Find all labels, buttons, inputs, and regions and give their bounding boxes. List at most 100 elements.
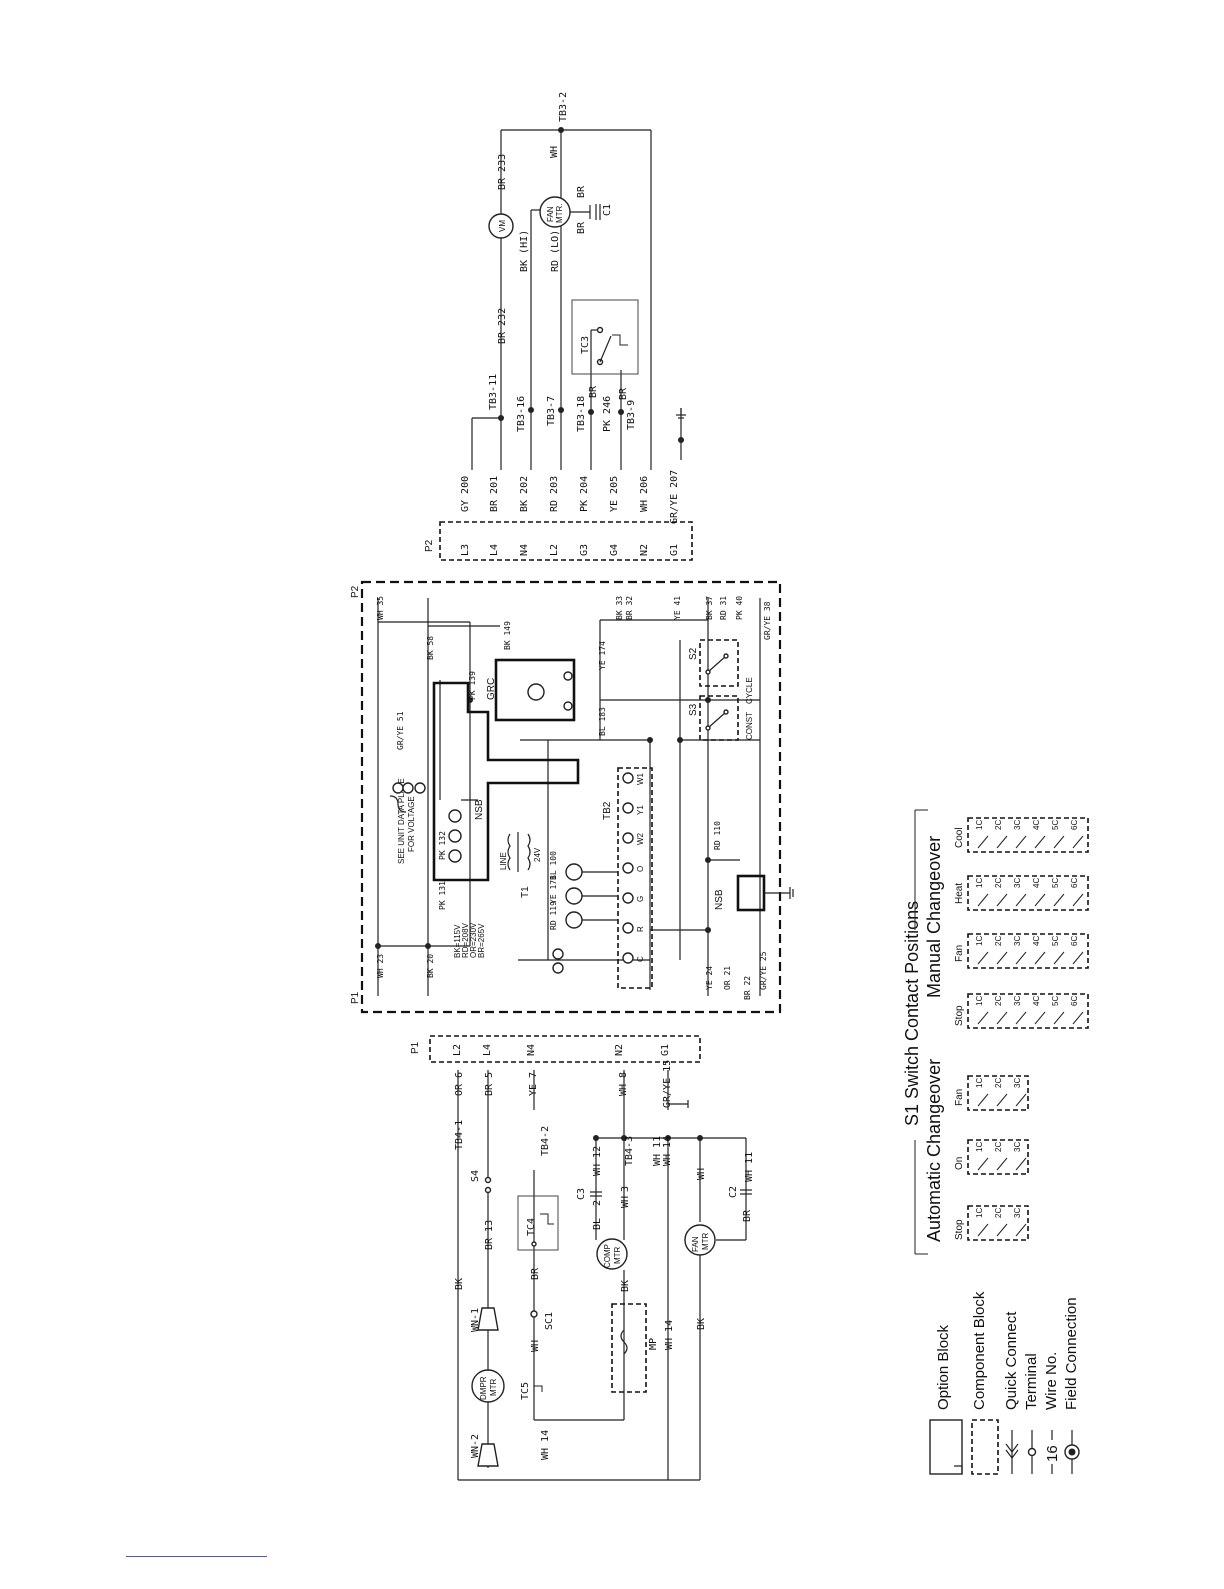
contact-blade xyxy=(1034,835,1046,849)
contact-blade xyxy=(1072,1011,1084,1025)
wh-label-fan: WH xyxy=(696,1168,707,1180)
legend-component-block: Component Block xyxy=(971,1291,988,1410)
data-plate-note: SEE UNIT DATA PLATE FOR VOLTAGE BK=115V … xyxy=(389,778,486,958)
wn2-component: WN-2 xyxy=(470,1434,499,1467)
contact-blade xyxy=(1015,1157,1027,1171)
wire-wh35: WH 35 xyxy=(376,596,385,620)
s2-switch: S2 xyxy=(688,639,739,687)
c1-label: C1 xyxy=(602,204,613,216)
contact-label: 1C xyxy=(975,1078,984,1088)
vm-label: VM xyxy=(498,220,507,232)
tb3-9-label: TB3-9 xyxy=(626,400,637,430)
contact-label: 3C xyxy=(1013,1142,1022,1152)
contact-blade xyxy=(1015,835,1027,849)
dmpr-mtr-2: MTR xyxy=(489,1378,498,1396)
contact-blade xyxy=(1015,951,1027,965)
contact-label: 5C xyxy=(1051,820,1060,830)
wire-bk58: BK 58 xyxy=(426,636,435,660)
contact-label: 4C xyxy=(1032,996,1041,1006)
contact-label: 1C xyxy=(975,996,984,1006)
fan-mtr-b-1: FAN xyxy=(691,1236,700,1252)
contact-label: 6C xyxy=(1070,996,1079,1006)
t1-label: T1 xyxy=(520,886,531,898)
contact-blade xyxy=(977,951,989,965)
p2-pin-g4: G4 xyxy=(609,544,620,556)
manual-mode-heat: Heat xyxy=(954,883,965,904)
p2-pin-g3: G3 xyxy=(579,544,590,556)
grc-label: GRC xyxy=(486,678,497,700)
br-top-2: BR xyxy=(576,221,587,234)
p1-pin-n4: N4 xyxy=(526,1044,537,1056)
contact-blade xyxy=(1034,893,1046,907)
wh3-label: WH xyxy=(620,1196,631,1208)
rd-lo-label: RD (LO) xyxy=(550,230,561,272)
contact-label: 2C xyxy=(994,1078,1003,1088)
footer-rule xyxy=(126,1556,267,1557)
contact-blade xyxy=(1053,893,1065,907)
wn2-label: WN-2 xyxy=(470,1434,481,1458)
voltage-code-br: BR=265V xyxy=(477,923,486,958)
wh14-label-a: WH 14 xyxy=(540,1430,551,1460)
p2-pin-l4: L4 xyxy=(489,544,500,556)
const-label: CONST xyxy=(745,712,754,740)
contact-blade xyxy=(1072,951,1084,965)
wn1-component: WN-1 xyxy=(470,1307,499,1332)
fan-mtr-top-1: FAN xyxy=(546,206,555,222)
wire-wh23: WH 23 xyxy=(376,954,385,978)
contact-blade xyxy=(1015,1223,1027,1237)
auto-mode-on: On xyxy=(954,1157,965,1170)
nsb-lower: NSB xyxy=(714,874,794,912)
nsb-label: NSB xyxy=(474,799,485,820)
p2-pin-l3: L3 xyxy=(460,544,471,556)
contact-label: 4C xyxy=(1032,936,1041,946)
contact-blade xyxy=(977,893,989,907)
voltage-code-bk: BK=115V xyxy=(453,924,462,958)
voltage-code-rd: RD=208V xyxy=(461,922,470,958)
fan-mtr-b-2: MTR xyxy=(701,1232,710,1250)
contact-blade xyxy=(1034,1011,1046,1025)
br-top-1: BR xyxy=(576,185,587,198)
manual-heading: Manual Changeover xyxy=(924,836,944,998)
p1-pin-l2: L2 xyxy=(452,1044,463,1056)
wh11-label-a: WH 11 xyxy=(652,1136,663,1166)
bk-label-3: BK xyxy=(696,1318,707,1330)
bottom-circuit-wiring xyxy=(457,1070,747,1481)
br-label-bottom: BR xyxy=(530,1267,541,1280)
bl-label: BL xyxy=(592,1218,603,1230)
p2-pin-g1: G1 xyxy=(669,544,680,556)
tb4-3-label: TB4-3 xyxy=(624,1136,635,1166)
wire-grye51: GR/YE 51 xyxy=(396,711,405,750)
pk246-label: PK 246 xyxy=(602,396,613,432)
legend-quick-connect: Quick Connect xyxy=(1003,1311,1020,1410)
contact-label: 4C xyxy=(1032,878,1041,888)
contact-blade xyxy=(1053,835,1065,849)
contact-label: 6C xyxy=(1070,936,1079,946)
contact-label: 1C xyxy=(975,878,984,888)
contact-blade xyxy=(996,835,1008,849)
contact-blade xyxy=(996,893,1008,907)
manual-mode-stop: Stop xyxy=(954,1005,965,1026)
manual-mode-cool: Cool xyxy=(954,827,965,848)
tb3-7-label: TB3-7 xyxy=(546,396,557,426)
for-voltage-text: FOR VOLTAGE xyxy=(407,796,416,852)
mp-label: MP xyxy=(648,1338,659,1350)
br-label-a: BR xyxy=(588,385,599,398)
wire-ye24: YE 24 xyxy=(705,966,714,990)
24v-label: 24V xyxy=(533,847,542,862)
s1-switch-table: S1 Switch Contact Positions Automatic Ch… xyxy=(902,809,1089,1255)
contact-blade xyxy=(1015,1093,1027,1107)
damper-motor: DMPR MTR xyxy=(471,1369,505,1403)
tc3-component: TC3 xyxy=(571,299,639,375)
br233-label: BR 233 xyxy=(497,154,508,190)
dmpr-mtr-1: DMPR xyxy=(479,1376,488,1400)
s3-label: S3 xyxy=(688,703,699,716)
c3-label: C3 xyxy=(576,1188,587,1200)
contact-label: 3C xyxy=(1013,820,1022,830)
contact-label: 2C xyxy=(994,878,1003,888)
p1-center-label: P1 xyxy=(350,991,361,1004)
auto-mode-fan: Fan xyxy=(954,1089,965,1106)
s4-label: S4 xyxy=(470,1170,481,1182)
comp-mtr-1: COMP xyxy=(603,1244,612,1268)
